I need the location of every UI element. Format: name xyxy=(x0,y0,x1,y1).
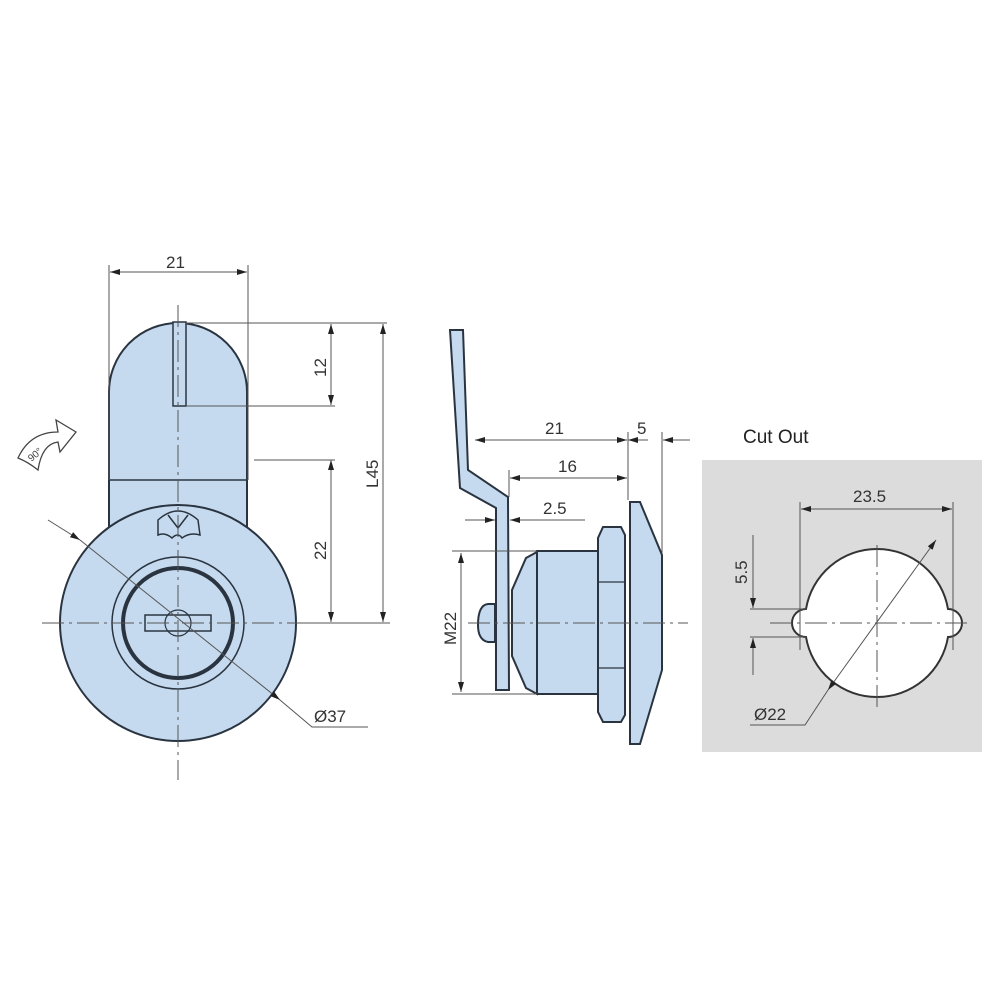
dim-thread-M22: M22 xyxy=(441,612,460,645)
tab-slot xyxy=(172,321,187,407)
rotation-arrow-icon: 90° xyxy=(17,418,77,472)
dim-ear-5-5: 5.5 xyxy=(732,560,751,584)
dim-width-23-5: 23.5 xyxy=(853,487,886,506)
cut-out-view: Cut Out 23.5 5.5 Ø22 xyxy=(702,427,982,752)
dim-width-21: 21 xyxy=(166,253,185,272)
dim-diameter-37: Ø37 xyxy=(314,707,346,726)
dim-5: 5 xyxy=(637,419,646,438)
dim-2-5: 2.5 xyxy=(543,499,567,518)
cam-lever xyxy=(448,329,511,691)
front-view: 90° 21 12 22 L45 Ø37 xyxy=(17,253,390,780)
dim-offset-22: 22 xyxy=(311,541,330,560)
hex-nut xyxy=(597,526,626,723)
dim-21: 21 xyxy=(545,419,564,438)
cut-out-title: Cut Out xyxy=(743,427,809,448)
side-view: 21 5 16 2.5 M22 xyxy=(441,329,690,745)
dim-16: 16 xyxy=(558,457,577,476)
dim-slot-12: 12 xyxy=(311,358,330,377)
dim-diameter-22: Ø22 xyxy=(754,705,786,724)
dim-length-L45: L45 xyxy=(363,460,382,488)
